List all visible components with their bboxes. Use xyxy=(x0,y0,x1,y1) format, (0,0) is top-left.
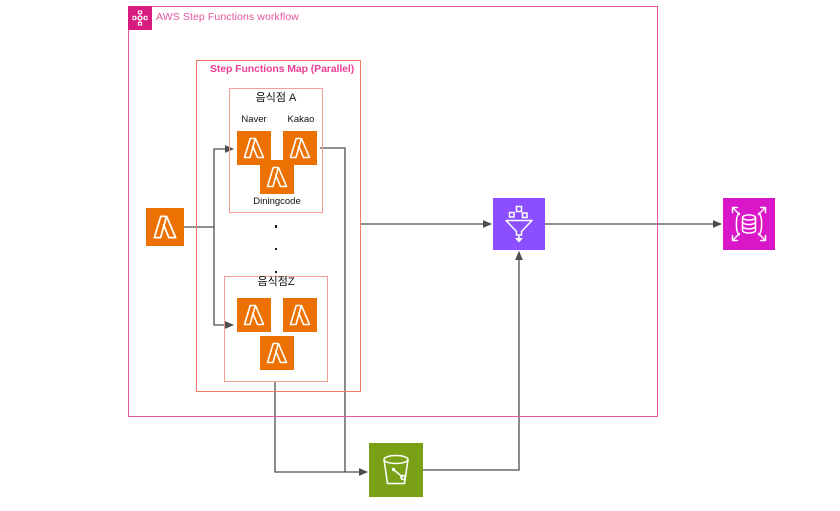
lambda-icon-kakao xyxy=(283,131,317,165)
task-label-naver: Naver xyxy=(241,114,267,125)
restaurant-group-a xyxy=(229,88,323,213)
lambda-icon-diningcode xyxy=(260,160,294,194)
lambda-icon-trigger xyxy=(146,208,184,246)
step-functions-map-boundary xyxy=(196,60,361,392)
lambda-icon-z-1 xyxy=(237,298,271,332)
lambda-icon-z-3 xyxy=(260,336,294,370)
restaurant-group-z xyxy=(224,276,328,382)
lambda-icon-z-2 xyxy=(283,298,317,332)
workflow-title: AWS Step Functions workflow xyxy=(156,11,299,23)
restaurant-group-a-title: 음식점 A xyxy=(255,92,297,104)
workflow-boundary xyxy=(128,6,658,417)
ellipsis-indicator xyxy=(268,225,284,273)
s3-bucket-icon xyxy=(369,443,423,497)
task-label-diningcode: Diningcode xyxy=(253,196,301,207)
lambda-icon-naver xyxy=(237,131,271,165)
task-label-kakao: Kakao xyxy=(287,114,315,125)
restaurant-group-z-title: 음식점Z xyxy=(257,276,295,288)
step-functions-icon xyxy=(128,6,152,30)
funnel-transform-icon xyxy=(493,198,545,250)
map-title: Step Functions Map (Parallel) xyxy=(210,63,355,75)
database-expand-icon xyxy=(723,198,775,250)
